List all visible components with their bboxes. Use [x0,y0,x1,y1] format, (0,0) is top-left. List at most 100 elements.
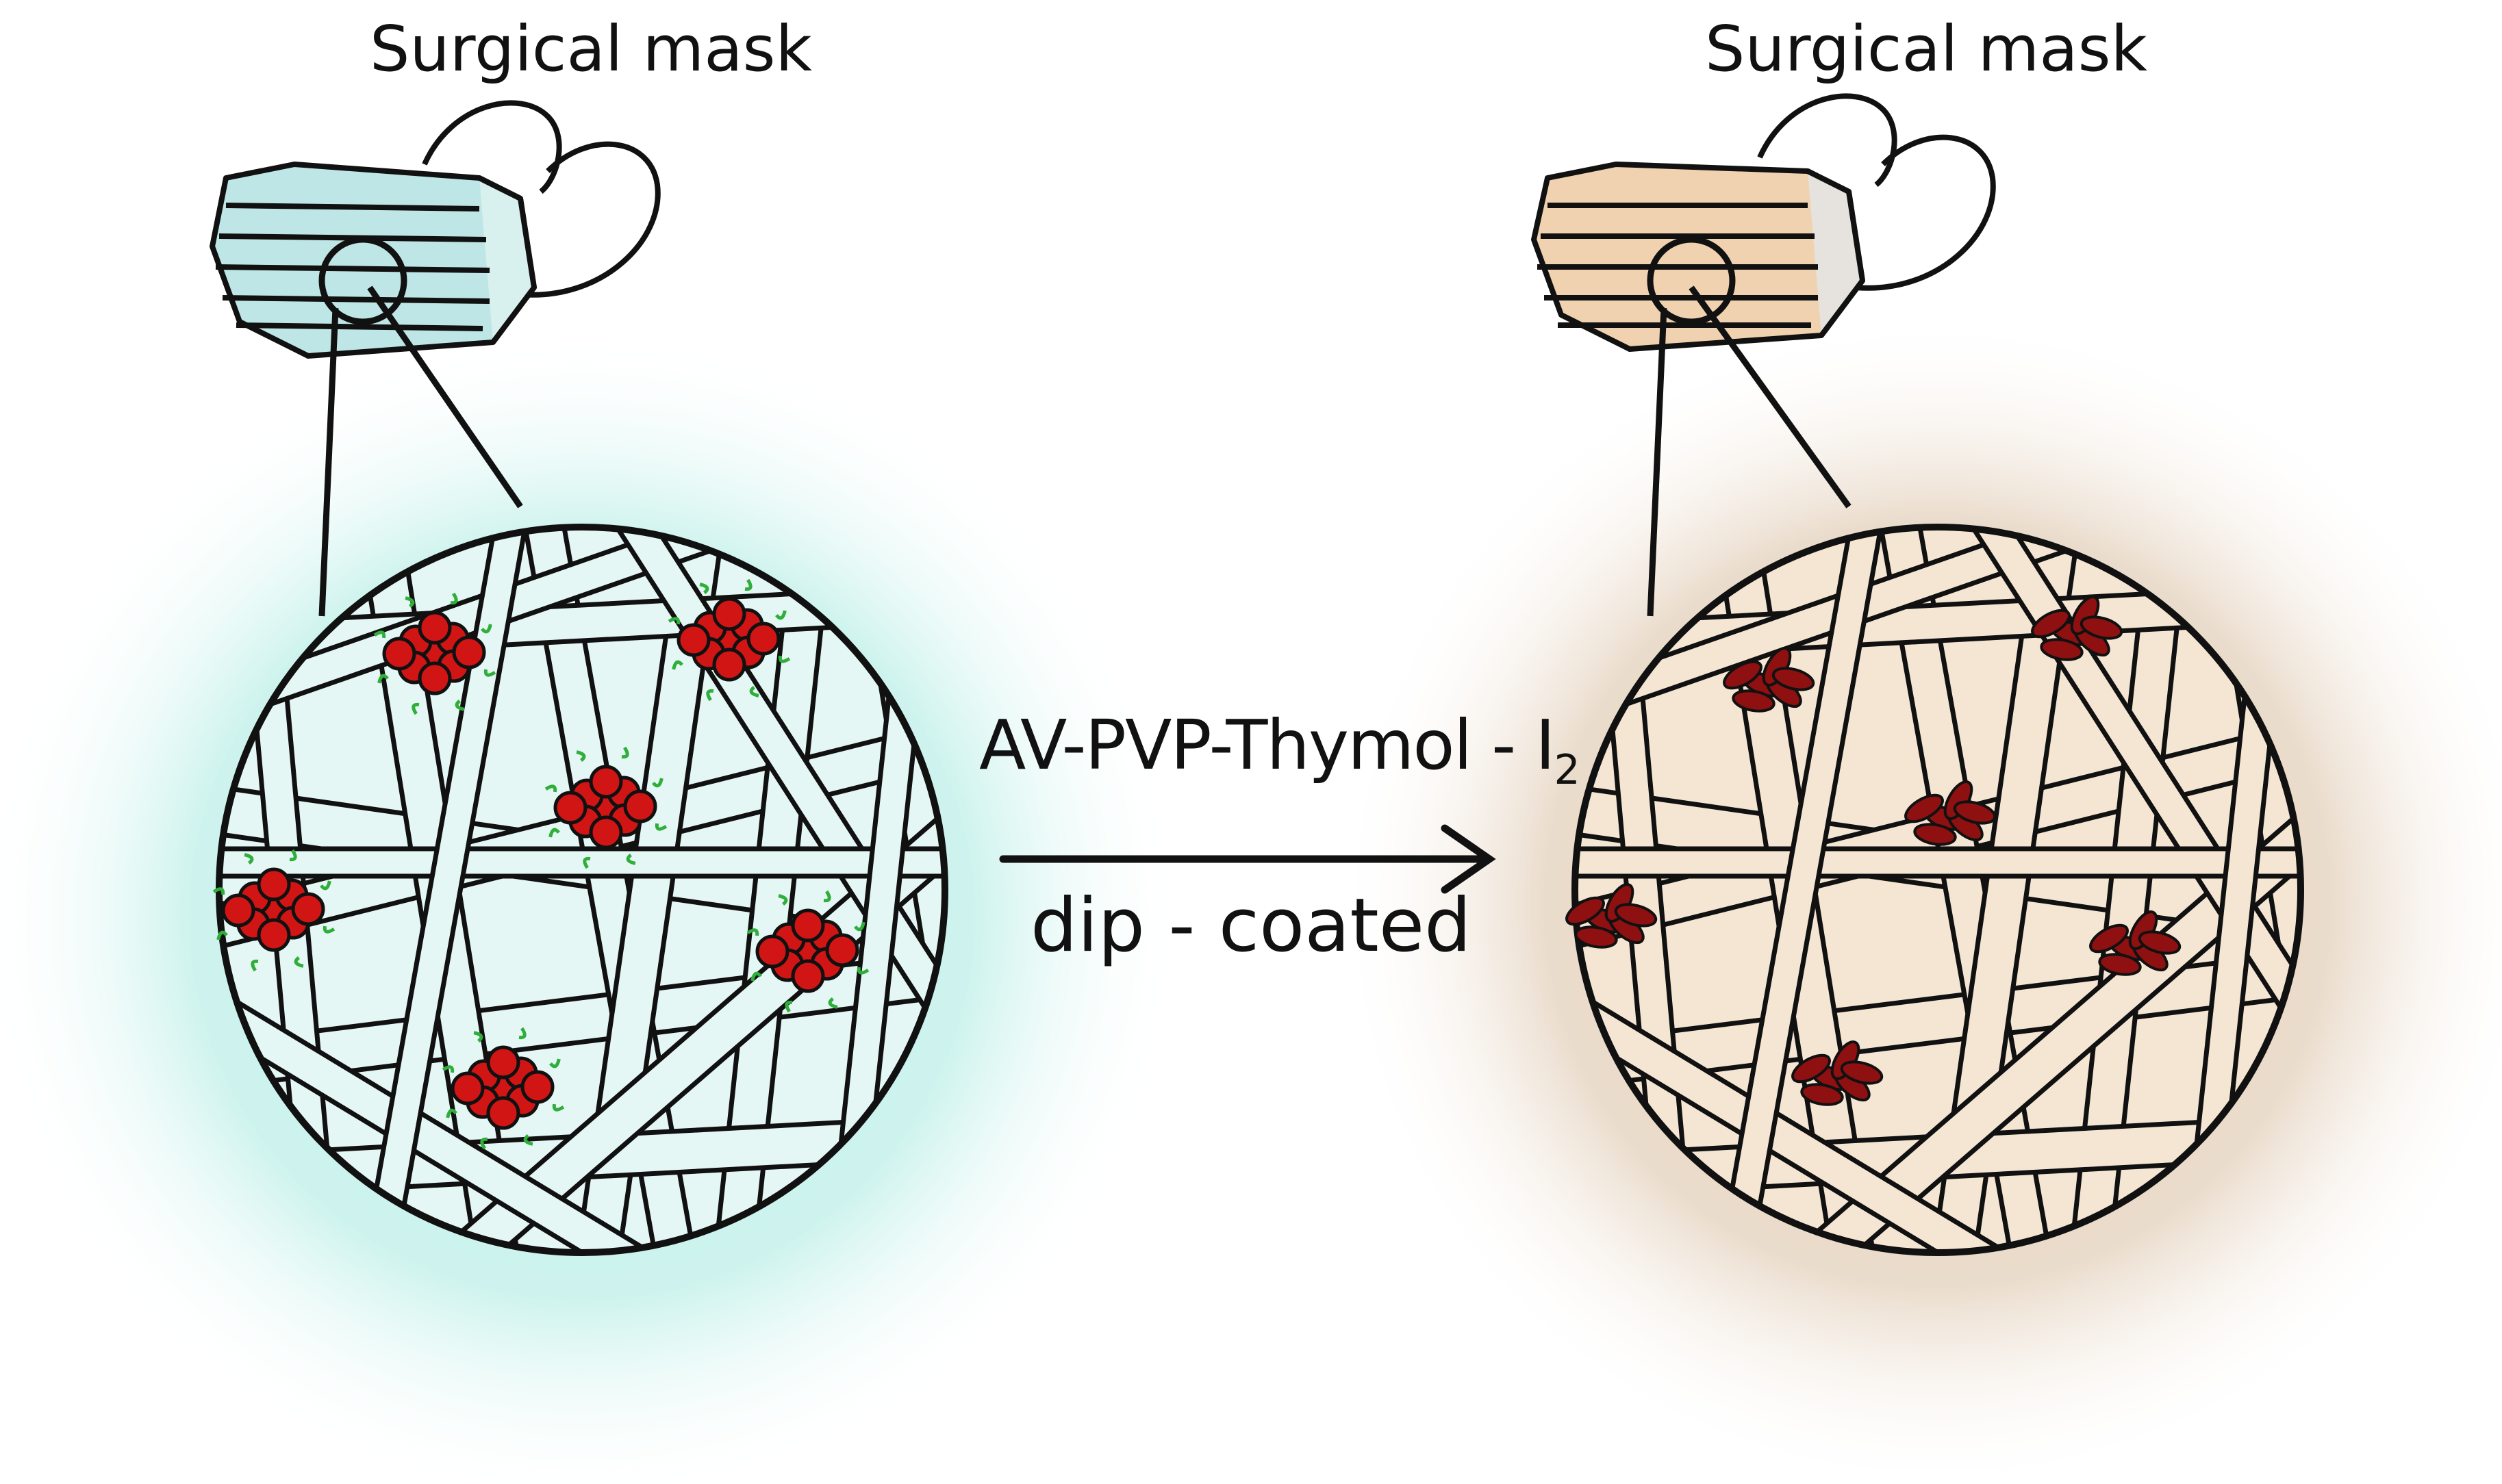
particle-cluster [1723,647,1815,713]
particle-cluster [1904,780,1997,846]
halo-mark [442,1065,455,1073]
halo-mark [450,592,458,605]
left-mask-label: Surgical mask [370,12,812,86]
halo-mark [744,578,753,591]
halo-mark [216,930,228,941]
particle-cluster [2031,596,2123,661]
particle [382,637,416,671]
halo-mark [778,894,788,906]
particle [451,1071,485,1105]
reagent-subscript: 2 [1554,746,1580,794]
halo-mark [672,660,683,670]
halo-mark [548,828,560,838]
particle-cluster [1791,1040,1884,1106]
particle [712,648,746,682]
particle [677,623,711,657]
particle [221,893,255,928]
particle-clusters-left [212,578,870,1150]
halo-mark [412,702,420,715]
particle [486,1096,520,1130]
particle-cluster [668,578,791,702]
particle-cluster [746,890,870,1013]
halo-mark [377,674,389,684]
particle-clusters-right [1565,596,2182,1106]
particle [2089,923,2129,954]
halo-mark [405,596,415,608]
particle [589,765,623,799]
particle [589,815,623,849]
zoom-lines-left [318,285,523,617]
halo-mark [828,997,838,1009]
halo-mark [480,1137,488,1150]
particle [1565,896,1605,926]
halo-mark [583,856,591,869]
reagent-label: AV-PVP-Thymol - I2 [979,705,1580,794]
particle [623,789,657,823]
halo-mark [775,610,787,620]
particle [2080,615,2123,640]
particle-cluster [373,592,496,715]
particle [452,635,486,669]
halo-mark [323,925,336,934]
surgical-mask-icon-left [210,100,661,359]
halo-mark [655,823,668,831]
fiber-strand [1715,527,1887,1253]
halo-mark [699,583,709,594]
fiber-strand [1575,980,2019,1253]
halo-mark [523,1134,533,1146]
halo-mark [244,853,254,865]
halo-mark [483,669,496,677]
fiber-strand [219,846,945,879]
particle [1732,689,1776,713]
particle [291,892,325,926]
particle [1574,925,1618,949]
particle [418,661,452,695]
particle-cluster [544,746,668,869]
particle [257,867,291,901]
halo-mark [749,686,759,698]
particle [2138,930,2182,955]
halo-mark [576,750,586,762]
particle [553,791,587,825]
zoom-lines-right [1647,285,1852,617]
particle [1840,1060,1884,1085]
particle [712,597,746,631]
halo-mark [294,956,304,968]
particle-cluster [2089,910,2182,976]
halo-mark [320,880,331,891]
particle [1800,1083,1844,1106]
particle [2098,953,2142,976]
halo-mark [778,655,791,663]
halo-mark [823,890,831,903]
particle [257,918,291,952]
particle [2040,638,2084,661]
fiber-strand [1784,802,2301,1253]
particle [755,934,789,969]
halo-mark [518,1027,527,1040]
halo-mark [621,746,629,759]
halo-mark [549,1058,561,1069]
halo-mark [706,689,714,702]
particle [1791,1053,1831,1084]
fiber-strand [219,980,664,1253]
halo-mark [854,921,865,932]
particle [1913,823,1957,846]
halo-mark [481,624,492,634]
halo-mark [626,854,636,865]
particle [1904,793,1944,823]
particle-cluster [442,1027,565,1150]
particle [825,933,859,967]
particle [791,908,825,943]
halo-mark [289,849,297,862]
right-arrow-icon [999,824,1496,894]
halo-mark [455,700,465,711]
particle-cluster [1565,883,1658,949]
particle [1723,660,1762,690]
halo-mark [446,1108,457,1118]
halo-mark [251,959,259,972]
halo-mark [652,778,664,788]
halo-mark [552,1103,565,1112]
surgical-mask-icon-right [1531,93,1996,352]
halo-mark [373,630,386,639]
fiber-strand [572,527,729,1253]
